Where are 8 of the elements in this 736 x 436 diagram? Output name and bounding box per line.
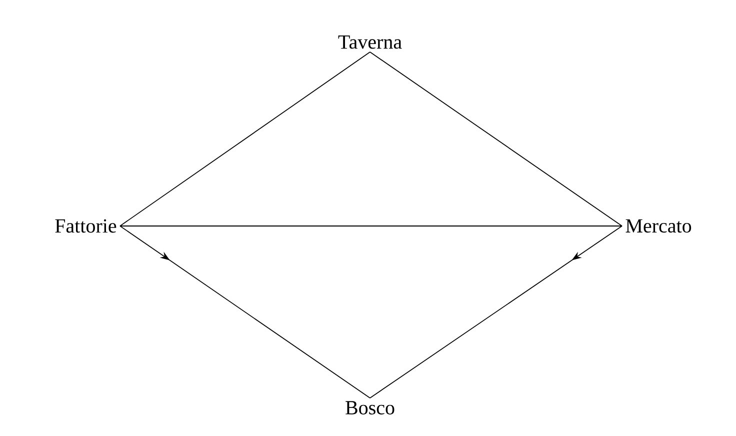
place-label: Fattorie xyxy=(55,219,116,233)
place-label: Mercato xyxy=(626,219,692,233)
arrow xyxy=(120,226,370,398)
connecting-line xyxy=(370,52,622,226)
place-label: Taverna xyxy=(338,36,402,49)
connecting-line xyxy=(120,52,370,226)
place-label: Bosco xyxy=(346,401,394,414)
arrow xyxy=(370,226,622,398)
